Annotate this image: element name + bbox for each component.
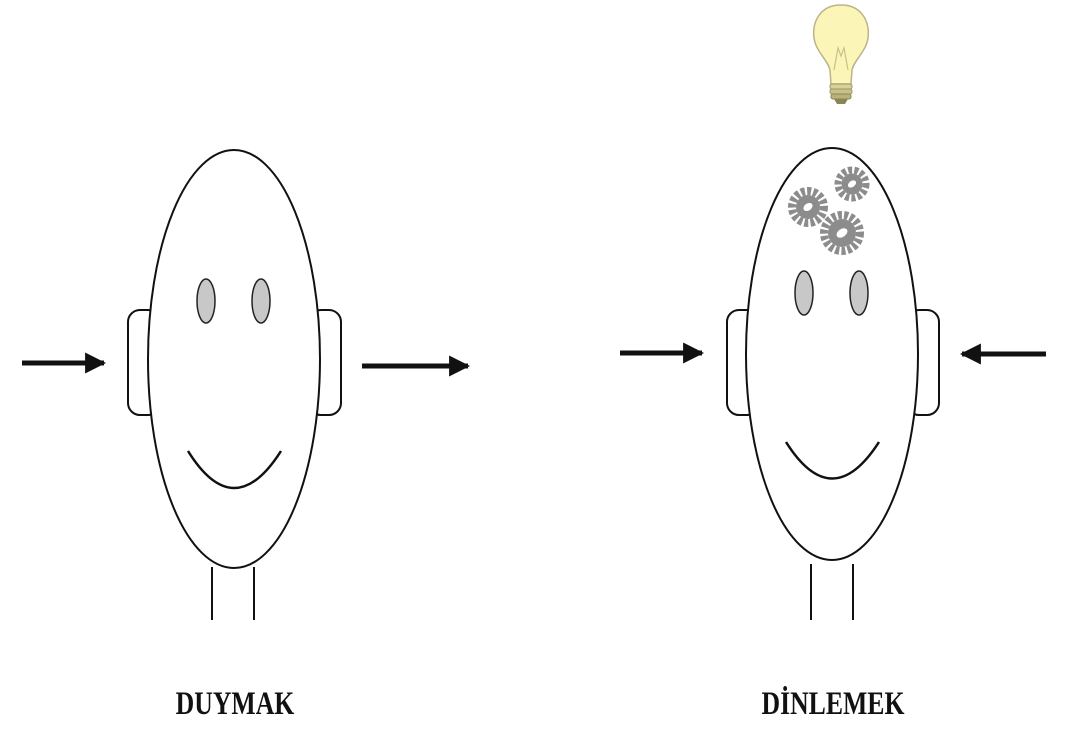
head-outline: [147, 149, 321, 569]
right-eye: [849, 270, 869, 316]
head-listening: [726, 147, 940, 620]
left-eye: [794, 270, 814, 316]
right-eye: [251, 278, 271, 324]
label-listening: DİNLEMEK: [761, 686, 905, 722]
arrows-hearing: [22, 352, 471, 377]
left-eye: [196, 278, 216, 324]
head-hearing: [127, 149, 342, 620]
gears-icon: [788, 166, 870, 255]
head-outline: [745, 147, 919, 561]
arrows-listening: [620, 342, 1046, 365]
smile: [784, 441, 881, 480]
label-hearing: DUYMAK: [175, 686, 295, 722]
smile: [186, 450, 283, 490]
lightbulb-icon: [812, 4, 870, 104]
